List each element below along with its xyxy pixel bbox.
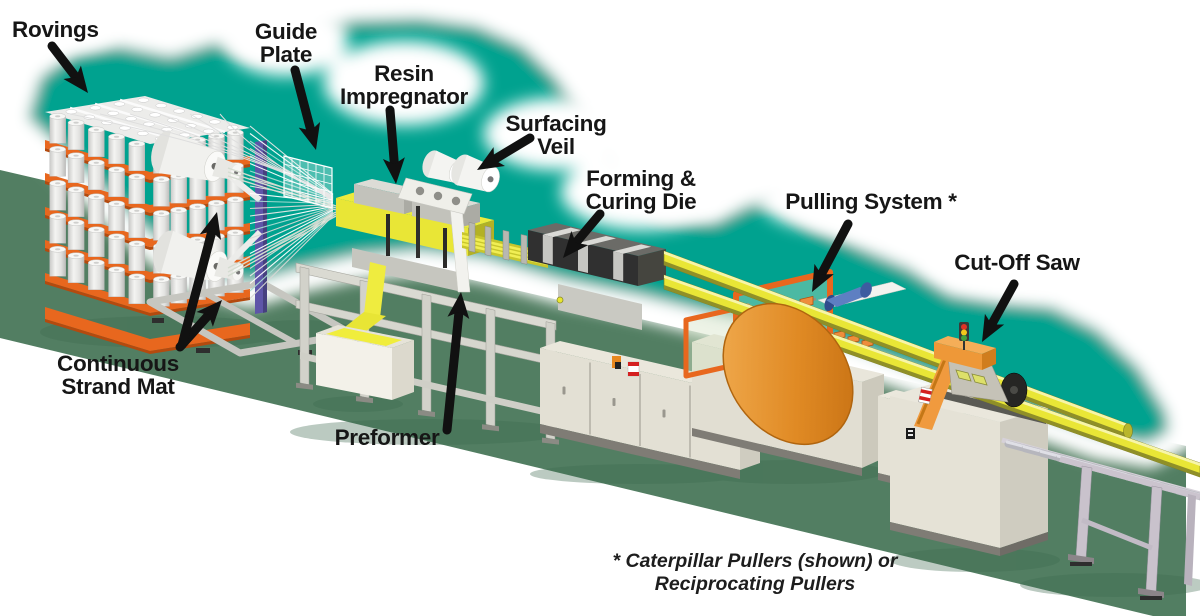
veil-roll-right: [451, 154, 500, 193]
label-cut-off-saw: Cut-Off Saw: [954, 250, 1080, 275]
svg-text:Impregnator: Impregnator: [340, 84, 469, 109]
svg-text:Veil: Veil: [537, 134, 575, 159]
label-surfacing-veil: Surfacing: [505, 111, 606, 136]
resin-bath-front: [336, 198, 468, 256]
forming-curing-die: [528, 223, 666, 330]
callout-arrows: [47, 41, 1019, 435]
cut-off-saw-head: [914, 322, 1028, 430]
svg-text:Plate: Plate: [260, 42, 312, 67]
warning-stickers: [612, 356, 640, 377]
label-pulling-system: Pulling System *: [785, 189, 957, 214]
roving-threads: [69, 113, 337, 299]
label-preformer: Preformer: [335, 425, 440, 450]
resin-overflow-tub: [316, 262, 414, 400]
saw-safety-sticker: [918, 386, 933, 405]
guide-plate-mesh: [283, 155, 333, 209]
label-rovings: Rovings: [12, 17, 99, 42]
label-glow-patches: [0, 2, 1113, 291]
labels: Rovings Guide Plate Resin Impregnator Su…: [12, 17, 1081, 595]
motor-cone: [826, 287, 871, 307]
output-roller-conveyor: [1001, 437, 1200, 600]
label-continuous-strand-mat: Continuous: [57, 351, 179, 376]
caterpillar-puller-cover: [722, 282, 872, 446]
label-forming-curing-die: Forming &: [586, 166, 696, 191]
label-guide-plate: Guide: [255, 19, 317, 44]
footnote-line-1: * Caterpillar Pullers (shown) or: [613, 550, 899, 572]
svg-text:Strand Mat: Strand Mat: [61, 374, 175, 399]
mat-roll-upper: [151, 130, 242, 182]
surfacing-veil-assembly: [397, 150, 500, 293]
footnote-line-2: Reciprocating Pullers: [655, 573, 856, 595]
label-resin-impregnator: Resin: [374, 61, 434, 86]
status-light: [959, 322, 969, 350]
svg-text:Curing Die: Curing Die: [586, 189, 697, 214]
